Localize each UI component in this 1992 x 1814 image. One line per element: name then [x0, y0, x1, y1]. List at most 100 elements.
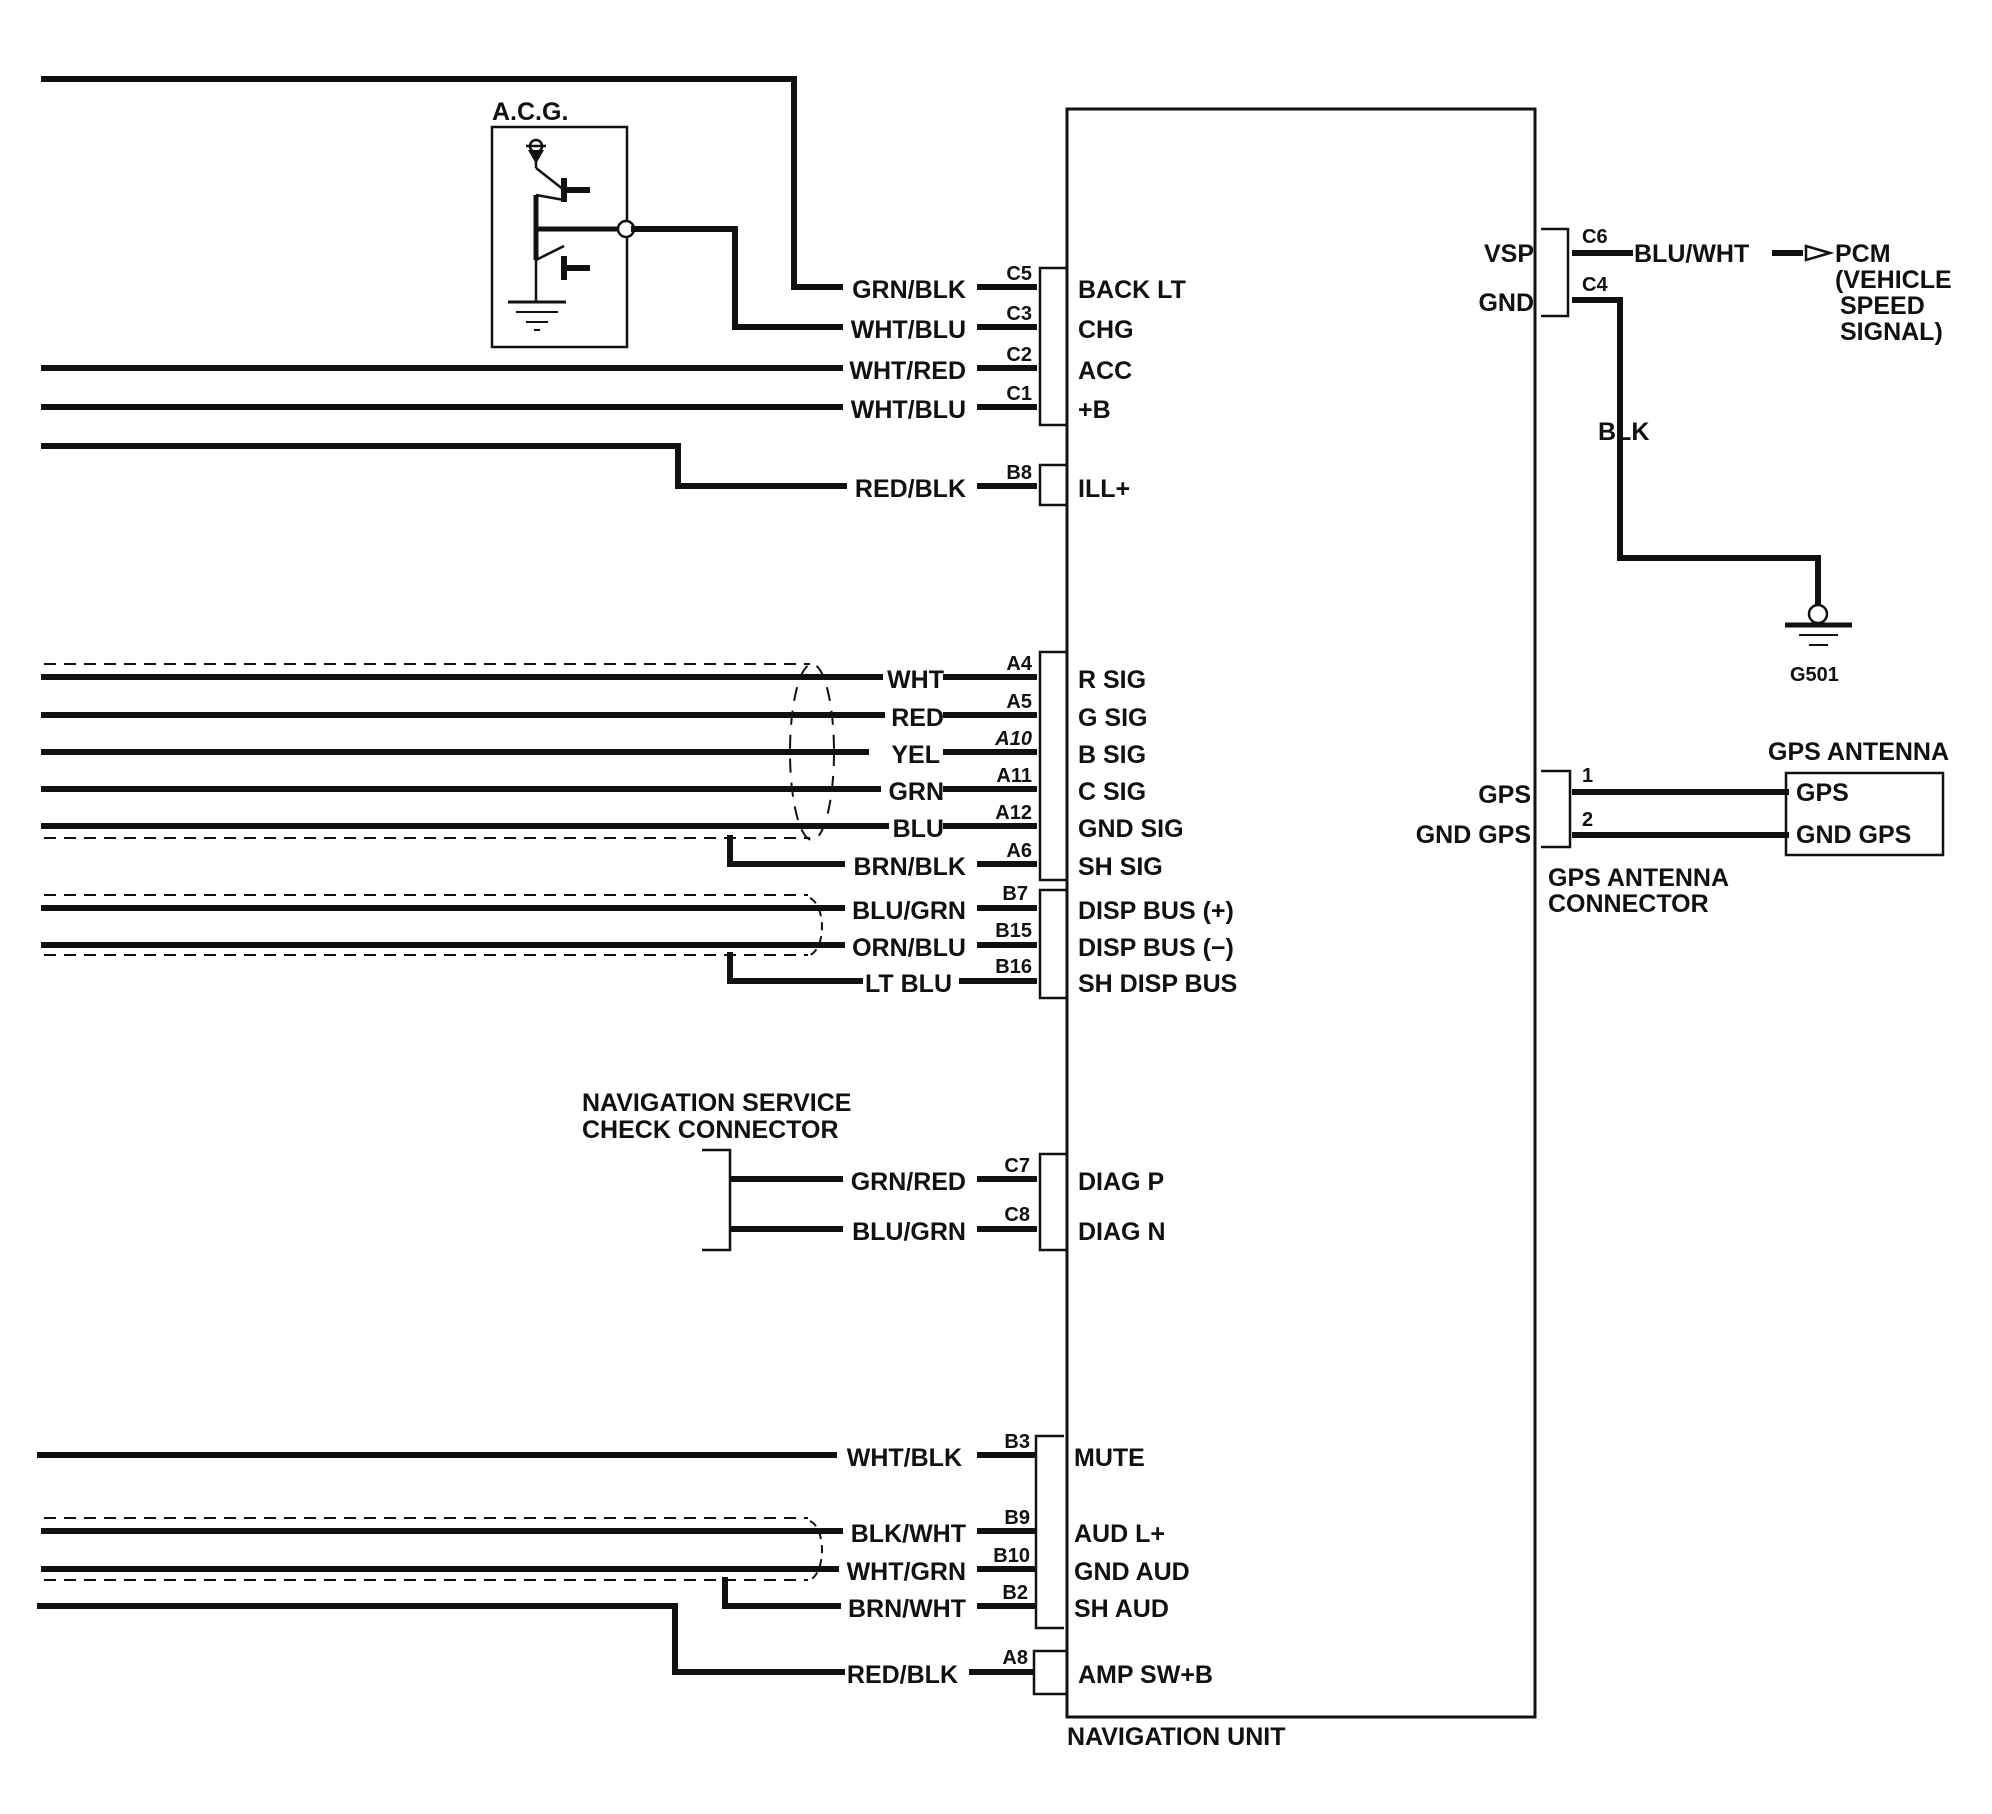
pin-label-a4: A4 [1006, 653, 1032, 675]
terminal-gnd: GND [1478, 289, 1534, 317]
gps-antenna-label: GPS ANTENNA [1768, 738, 1949, 766]
pin-label-b2: B2 [1002, 1582, 1028, 1604]
pin-label-b8: B8 [1006, 462, 1032, 484]
service-check-title-2: CHECK CONNECTOR [582, 1116, 839, 1144]
pin-label-c1: C1 [1006, 383, 1032, 405]
terminal-aud-l: AUD L+ [1074, 1520, 1165, 1548]
pin-label-a10: A10 [994, 728, 1032, 750]
terminal-gnd-sig: GND SIG [1078, 815, 1184, 843]
wire-label-b3: WHT/BLK [847, 1444, 962, 1472]
terminal-diag-p: DIAG P [1078, 1168, 1164, 1196]
pin-label-c2: C2 [1006, 344, 1032, 366]
service-check-group: NAVIGATION SERVICE CHECK CONNECTOR GRN/R… [582, 1089, 1166, 1252]
ground-label-g501: G501 [1790, 664, 1839, 686]
terminal-ill: ILL+ [1078, 475, 1130, 503]
terminal-sh-disp-bus: SH DISP BUS [1078, 970, 1237, 998]
navigation-unit-box [1065, 107, 1537, 1719]
wire-label-a11: GRN [888, 778, 944, 806]
terminal-plus-b: +B [1078, 396, 1111, 424]
wire-label-blu-wht: BLU/WHT [1634, 240, 1749, 268]
terminal-gnd-aud: GND AUD [1074, 1558, 1190, 1586]
rgb-signal-group: WHT RED YEL GRN BLU BRN/BLK A4 A5 A10 A1… [41, 650, 1184, 882]
navigation-unit-label: NAVIGATION UNIT [1067, 1723, 1286, 1751]
audio-group: WHT/BLK BLK/WHT WHT/GRN BRN/WHT B3 B9 B1… [37, 1431, 1190, 1675]
terminal-sh-sig: SH SIG [1078, 853, 1163, 881]
pin-label-c7: C7 [1004, 1155, 1030, 1177]
ill-group: RED/BLK B8 ILL+ [41, 443, 1130, 507]
wire-label-blk: BLK [1598, 418, 1649, 446]
wire-label-b7: BLU/GRN [852, 897, 966, 925]
wire-label-a6: BRN/BLK [854, 853, 967, 881]
wire-label-b8: RED/BLK [855, 475, 966, 503]
wire-label-a10: YEL [891, 741, 940, 769]
terminal-acc: ACC [1078, 357, 1132, 385]
pcm-label-1: PCM [1835, 240, 1891, 268]
pin-label-b9: B9 [1004, 1507, 1030, 1529]
pcm-label-4: SIGNAL) [1840, 318, 1943, 346]
acg-label: A.C.G. [492, 98, 568, 126]
wire-label-b2: BRN/WHT [848, 1595, 966, 1623]
pin-label-c6: C6 [1582, 226, 1608, 248]
terminal-gnd-gps: GND GPS [1416, 821, 1531, 849]
wire-label-a12: BLU [893, 815, 944, 843]
terminal-vsp: VSP [1484, 240, 1534, 268]
terminal-disp-bus-plus: DISP BUS (+) [1078, 897, 1234, 925]
pin-label-c3: C3 [1006, 303, 1032, 325]
wire-label-b9: BLK/WHT [851, 1520, 966, 1548]
wire-label-b10: WHT/GRN [847, 1558, 966, 1586]
antenna-terminal-gnd-gps: GND GPS [1796, 821, 1911, 849]
gps-antenna-box [1784, 771, 1945, 857]
pin-label-b15: B15 [995, 920, 1032, 942]
terminal-diag-n: DIAG N [1078, 1218, 1166, 1246]
terminal-sh-aud: SH AUD [1074, 1595, 1169, 1623]
gps-connector-label-1: GPS ANTENNA [1548, 864, 1729, 892]
gps-group: GPS GND GPS 1 2 GPS ANTENNA CONNECTOR GP… [1416, 738, 1949, 918]
terminal-gps: GPS [1478, 781, 1531, 809]
wire-label-b16: LT BLU [865, 970, 952, 998]
pin-label-c5: C5 [1006, 263, 1032, 285]
terminal-mute: MUTE [1074, 1444, 1145, 1472]
wire-label-a8: RED/BLK [847, 1661, 958, 1689]
pin-label-b10: B10 [993, 1545, 1030, 1567]
service-check-title-1: NAVIGATION SERVICE [582, 1089, 851, 1117]
pin-label-a6: A6 [1006, 840, 1032, 862]
pin-label-b7: B7 [1002, 883, 1028, 905]
pin-label-a5: A5 [1006, 691, 1032, 713]
wire-label-a5: RED [891, 704, 944, 732]
amp-group: RED/BLK A8 AMP SW+B [847, 1647, 1213, 1696]
wire-label-c5: GRN/BLK [852, 276, 966, 304]
wire-label-a4: WHT [887, 666, 944, 694]
pin-label-c4: C4 [1582, 274, 1608, 296]
vsp-gnd-group: VSP GND C6 C4 BLU/WHT PCM (VEHICLE SPEED… [1478, 226, 1951, 686]
wire-label-b15: ORN/BLU [852, 934, 966, 962]
pcm-label-3: SPEED [1840, 292, 1925, 320]
pin-label-a12: A12 [995, 802, 1032, 824]
display-bus-group: BLU/GRN ORN/BLU LT BLU B7 B15 B16 DISP B… [41, 883, 1237, 1000]
terminal-b-sig: B SIG [1078, 741, 1146, 769]
wire-label-c2: WHT/RED [849, 357, 966, 385]
wire-label-c3: WHT/BLU [851, 316, 966, 344]
pin-label-b3: B3 [1004, 1431, 1030, 1453]
pin-label-c8: C8 [1004, 1204, 1030, 1226]
terminal-r-sig: R SIG [1078, 666, 1146, 694]
terminal-back-lt: BACK LT [1078, 276, 1186, 304]
gps-connector-label-2: CONNECTOR [1548, 890, 1709, 918]
terminal-disp-bus-minus: DISP BUS (−) [1078, 934, 1234, 962]
terminal-amp-sw-b: AMP SW+B [1078, 1661, 1213, 1689]
wire-label-c8: BLU/GRN [852, 1218, 966, 1246]
pin-label-a8: A8 [1002, 1647, 1028, 1669]
pin-label-b16: B16 [995, 956, 1032, 978]
pin-label-gps-1: 1 [1582, 765, 1593, 787]
terminal-c-sig: C SIG [1078, 778, 1146, 806]
wire-label-c1: WHT/BLU [851, 396, 966, 424]
wire-label-c7: GRN/RED [851, 1168, 966, 1196]
acg-component: A.C.G. [490, 98, 636, 349]
pin-label-gps-2: 2 [1582, 809, 1593, 831]
connector-c-group: GRN/BLK WHT/BLU WHT/RED WHT/BLU C5 C3 C2… [41, 76, 1186, 427]
pin-label-a11: A11 [996, 765, 1032, 787]
antenna-terminal-gps: GPS [1796, 779, 1849, 807]
terminal-chg: CHG [1078, 316, 1134, 344]
terminal-g-sig: G SIG [1078, 704, 1147, 732]
pcm-label-2: (VEHICLE [1835, 266, 1952, 294]
